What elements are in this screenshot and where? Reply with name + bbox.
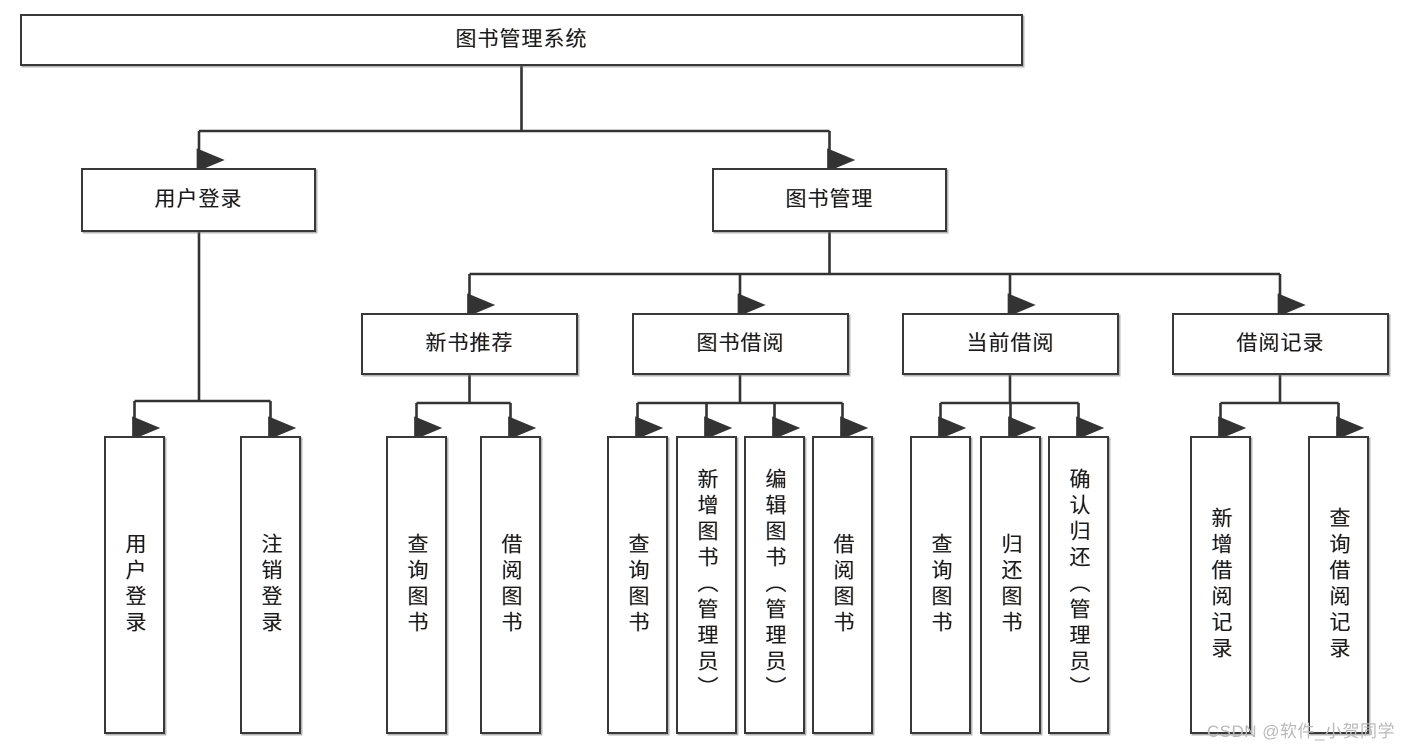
node-leaf-query-record-label: 查询借阅记录 bbox=[1327, 507, 1350, 663]
node-root[interactable]: 图书管理系统 bbox=[20, 14, 1023, 66]
node-book-borrow[interactable]: 图书借阅 bbox=[632, 313, 849, 375]
node-new-book-recommend-label: 新书推荐 bbox=[425, 331, 514, 355]
node-leaf-confirm-return-label: 确认归还（管理员） bbox=[1067, 468, 1090, 702]
node-leaf-edit-book-label: 编辑图书（管理员） bbox=[763, 468, 786, 702]
node-leaf-borrow-book-1[interactable]: 借阅图书 bbox=[480, 436, 541, 734]
connectors-current-borrow bbox=[938, 375, 1105, 440]
node-leaf-add-record-label: 新增借阅记录 bbox=[1209, 507, 1232, 663]
node-leaf-query-book-2-label: 查询图书 bbox=[626, 533, 649, 637]
node-current-borrow[interactable]: 当前借阅 bbox=[902, 313, 1119, 375]
node-leaf-return-book-label: 归还图书 bbox=[999, 533, 1022, 637]
node-leaf-query-book-3-label: 查询图书 bbox=[929, 533, 952, 637]
node-leaf-user-login[interactable]: 用户登录 bbox=[104, 436, 165, 734]
connectors-user-login bbox=[132, 232, 297, 440]
node-leaf-borrow-book-2[interactable]: 借阅图书 bbox=[812, 436, 873, 734]
connectors-root bbox=[196, 66, 856, 172]
node-borrow-record[interactable]: 借阅记录 bbox=[1172, 313, 1389, 375]
node-user-login[interactable]: 用户登录 bbox=[81, 168, 316, 232]
node-leaf-borrow-book-2-label: 借阅图书 bbox=[831, 533, 854, 637]
node-leaf-confirm-return[interactable]: 确认归还（管理员） bbox=[1048, 436, 1109, 734]
node-leaf-add-record[interactable]: 新增借阅记录 bbox=[1190, 436, 1251, 734]
node-leaf-user-login-label: 用户登录 bbox=[123, 533, 146, 637]
node-leaf-borrow-book-1-label: 借阅图书 bbox=[499, 533, 522, 637]
node-borrow-record-label: 借阅记录 bbox=[1236, 331, 1325, 355]
node-new-book-recommend[interactable]: 新书推荐 bbox=[361, 313, 578, 375]
node-book-management[interactable]: 图书管理 bbox=[712, 168, 947, 232]
node-current-borrow-label: 当前借阅 bbox=[966, 331, 1055, 355]
node-root-label: 图书管理系统 bbox=[455, 27, 588, 51]
connectors-new-book bbox=[414, 375, 537, 440]
node-leaf-edit-book[interactable]: 编辑图书（管理员） bbox=[744, 436, 805, 734]
node-leaf-query-book-2[interactable]: 查询图书 bbox=[607, 436, 668, 734]
node-leaf-query-book-1-label: 查询图书 bbox=[405, 533, 428, 637]
node-book-borrow-label: 图书借阅 bbox=[696, 331, 785, 355]
node-book-management-label: 图书管理 bbox=[785, 187, 874, 211]
node-leaf-query-record[interactable]: 查询借阅记录 bbox=[1308, 436, 1369, 734]
connectors-borrow-record bbox=[1218, 375, 1365, 440]
node-leaf-return-book[interactable]: 归还图书 bbox=[980, 436, 1041, 734]
node-leaf-query-book-1[interactable]: 查询图书 bbox=[386, 436, 447, 734]
node-leaf-logout-label: 注销登录 bbox=[259, 533, 282, 637]
node-leaf-query-book-3[interactable]: 查询图书 bbox=[910, 436, 971, 734]
connectors-book-borrow bbox=[635, 375, 869, 440]
node-leaf-add-book[interactable]: 新增图书（管理员） bbox=[676, 436, 737, 734]
node-leaf-logout[interactable]: 注销登录 bbox=[240, 436, 301, 734]
connectors-book-management bbox=[467, 232, 1306, 317]
node-leaf-add-book-label: 新增图书（管理员） bbox=[695, 468, 718, 702]
node-user-login-label: 用户登录 bbox=[154, 187, 243, 211]
